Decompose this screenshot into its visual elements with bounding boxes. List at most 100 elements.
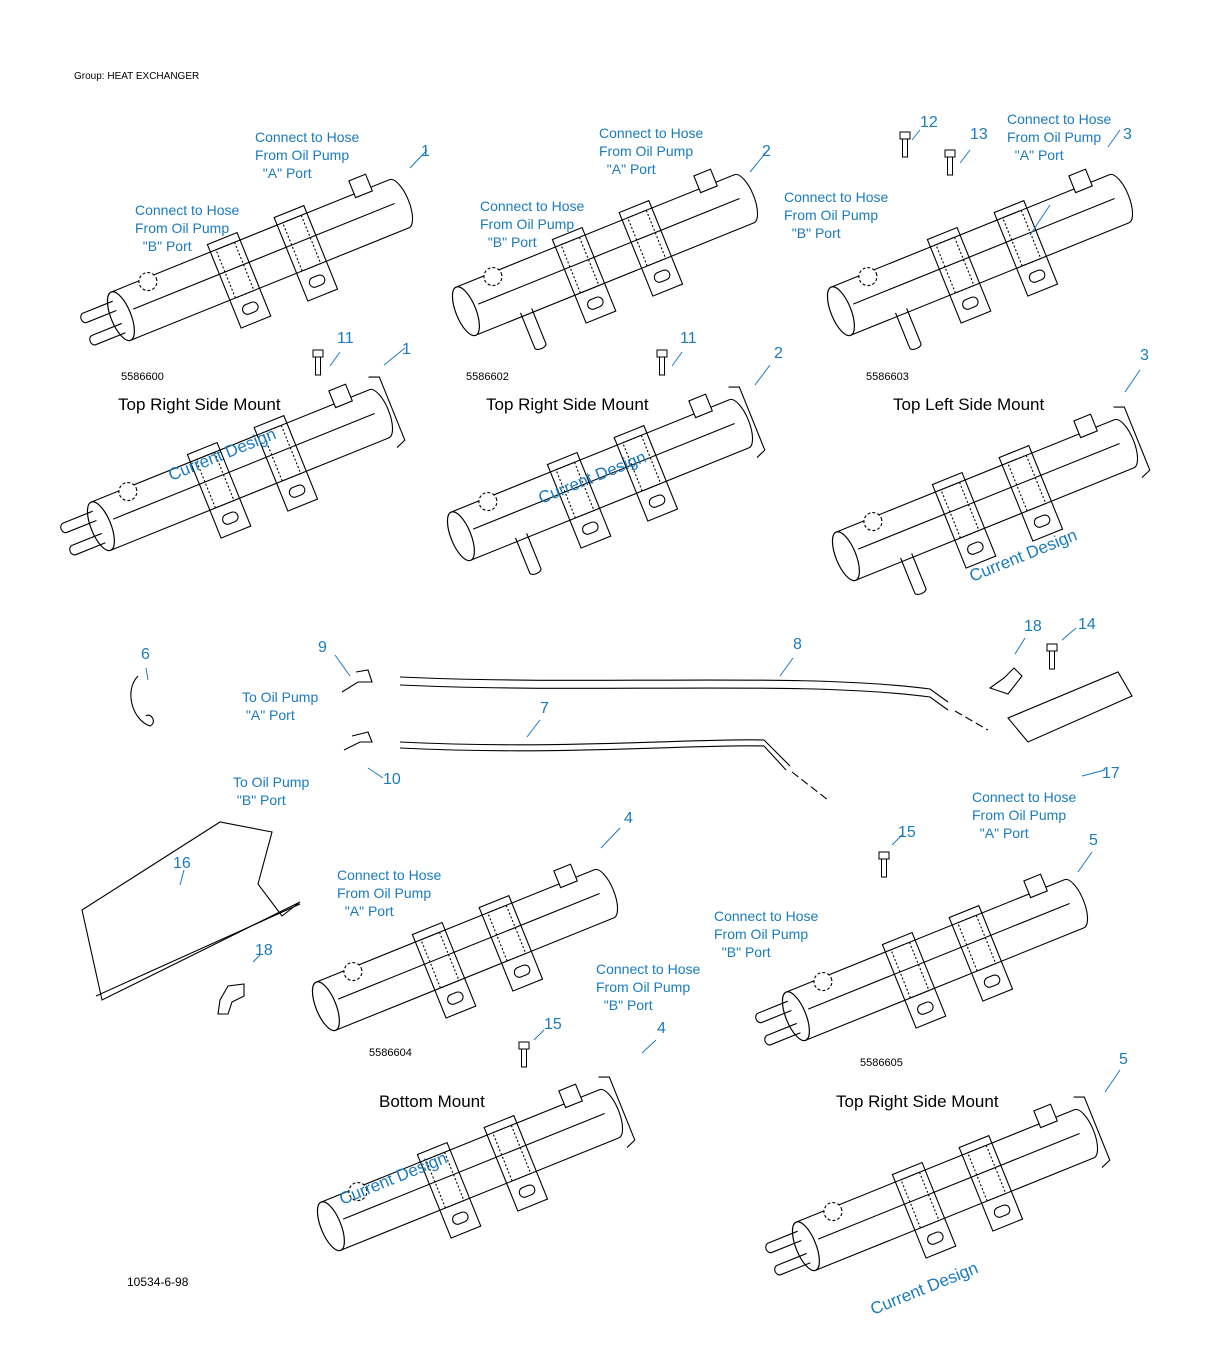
bolt-13-shank (947, 156, 953, 176)
coolant-tube (764, 1022, 801, 1046)
mount-bracket (551, 226, 617, 324)
mount-bracket (253, 414, 319, 512)
bracket-inner (420, 931, 460, 989)
port-b-nut (118, 482, 138, 502)
leader-line (526, 719, 541, 738)
mount-bracket (931, 471, 997, 569)
hose-assemblies (341, 669, 989, 801)
leader-line (600, 827, 621, 849)
coolant-tube (89, 322, 126, 346)
bolt-11-b-head (656, 349, 668, 358)
port-a-fitting (553, 863, 579, 889)
bracket-slot (993, 1204, 1011, 1218)
caption-assembly-3: Top Left Side Mount (893, 395, 1045, 414)
bracket-inner (491, 1124, 532, 1182)
bolt-12-shank (902, 138, 908, 158)
tube-end-cap (446, 511, 475, 562)
tube-end-cap (831, 531, 860, 582)
note-pump-a: To Oil Pump "A" Port (242, 689, 319, 723)
bracket-slot (586, 296, 604, 310)
leader-line (145, 667, 149, 681)
bracket-inner (956, 914, 997, 972)
callout-4-current: 4 (657, 1020, 666, 1037)
tube-body (320, 1088, 624, 1251)
tube-end-cap (316, 1201, 345, 1252)
bolt-12-head (899, 131, 911, 140)
mount-bracket (483, 1114, 549, 1212)
tube-body (830, 173, 1134, 336)
misc-parts (81, 667, 1133, 1015)
bolt-11-b-shank (659, 356, 665, 376)
tube-centerline (112, 412, 375, 520)
coolant-stub (520, 308, 547, 350)
callout-11-a: 11 (337, 330, 354, 347)
bracket-slot (653, 269, 671, 283)
mount-bracket (411, 921, 477, 1019)
bracket-slot (581, 521, 599, 535)
coolant-tube (80, 300, 117, 324)
leader-line (179, 869, 185, 886)
port-b-nut (863, 512, 883, 532)
part-number-5586603: 5586603 (866, 371, 909, 383)
coolant-stub (900, 553, 927, 595)
callout-15-b: 15 (544, 1016, 562, 1033)
leader-line (959, 149, 971, 164)
leader-line (641, 1039, 657, 1054)
bracket-inner (966, 1144, 1007, 1202)
leader-line (367, 767, 384, 779)
mount-bracket (881, 931, 947, 1029)
callout-18-b: 18 (255, 942, 273, 959)
callout-9: 9 (318, 639, 327, 656)
exchanger-1 (80, 173, 414, 346)
callout-2-top: 2 (762, 143, 771, 160)
callout-15-a: 15 (898, 824, 916, 841)
tube-body (455, 173, 759, 336)
hose-7-edge (399, 745, 787, 771)
callout-6: 6 (141, 646, 150, 663)
leader-line (754, 364, 771, 386)
callout-1-current: 1 (402, 341, 411, 358)
exchanger-2 (451, 168, 759, 350)
tube-centerline (807, 902, 1070, 1010)
tube-body (450, 398, 754, 561)
leader-line (252, 954, 261, 963)
bracket-slot (916, 1001, 934, 1015)
coolant-stub (895, 308, 922, 350)
tube-body (90, 388, 394, 551)
port-b-nut (138, 272, 158, 292)
hose-7-centerline (791, 771, 829, 801)
callout-12: 12 (920, 114, 938, 131)
tube-centerline (857, 442, 1120, 550)
leader-line (383, 347, 406, 366)
callout-3-current: 3 (1140, 347, 1149, 364)
tube-end-cap (86, 501, 115, 552)
leader-line (1077, 851, 1093, 873)
mount-bracket (926, 226, 992, 324)
callout-17: 17 (1102, 765, 1120, 782)
elbow-9 (341, 669, 373, 693)
mount-flange (598, 1076, 636, 1148)
hook-6 (130, 675, 154, 727)
leader-line (329, 351, 341, 367)
tube-body (110, 178, 414, 341)
callout-5-top: 5 (1089, 832, 1098, 849)
bolt-15-b-head (518, 1041, 530, 1050)
leader-line (1081, 769, 1106, 777)
bracket-slot (446, 991, 464, 1005)
clip-18-b (217, 983, 245, 1015)
hose-8-centerline (954, 710, 989, 731)
tube-centerline (337, 892, 600, 1000)
port-b-nut (348, 1182, 368, 1202)
callout-10: 10 (383, 771, 401, 788)
leader-line (1107, 129, 1121, 148)
tube-body (835, 418, 1139, 581)
callout-13: 13 (970, 126, 988, 143)
clip-18-a (988, 667, 1023, 695)
port-b-nut (478, 492, 498, 512)
bracket-slot (926, 1231, 944, 1245)
leader-line (1061, 627, 1077, 641)
